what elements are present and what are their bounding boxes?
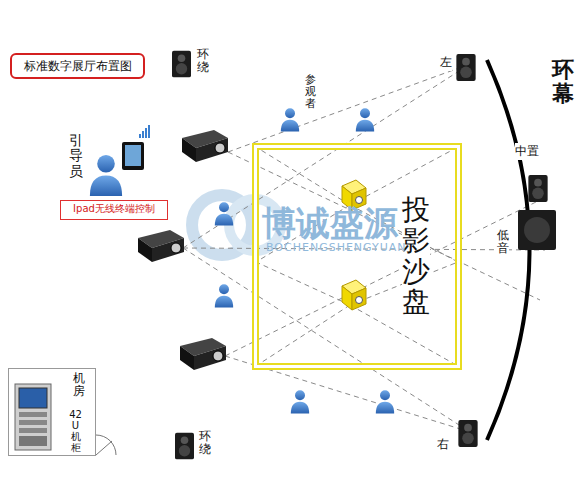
sandbox-projector xyxy=(342,280,366,310)
visitor xyxy=(376,390,394,413)
node-text: 42U机柜 xyxy=(69,409,82,453)
surround-speaker xyxy=(175,433,194,460)
right-speaker xyxy=(458,420,477,447)
speaker-label: 低音 xyxy=(497,229,509,255)
visitor xyxy=(215,202,233,225)
watermark: BOCHENGSHENGYUAN xyxy=(266,241,407,254)
surround-speaker xyxy=(172,51,191,78)
screen-label: 环幕 xyxy=(552,58,574,106)
center-speaker xyxy=(528,175,547,202)
speaker-label: 环绕 xyxy=(199,430,211,456)
door xyxy=(96,435,116,455)
speaker-label: 环绕 xyxy=(197,48,209,74)
node-text: 机房 xyxy=(73,372,85,398)
speaker-label: 右 xyxy=(437,436,449,453)
node-box: 机房 42U机柜 xyxy=(8,368,96,456)
title-box: 标准数字展厅布置图 xyxy=(10,53,145,79)
server-rack xyxy=(15,384,51,450)
visitor xyxy=(356,108,374,131)
projector xyxy=(138,230,184,262)
guide-label: 引导员 xyxy=(69,133,83,179)
left-speaker xyxy=(456,54,475,81)
visitor-label: 参观者 xyxy=(305,74,316,110)
node-text: 投影沙盘 xyxy=(402,195,430,318)
guide-person xyxy=(90,155,122,196)
watermark: 博诚盛源 xyxy=(262,201,398,247)
node-text: Ipad无线终端控制 xyxy=(61,201,167,217)
projector xyxy=(180,338,226,370)
speaker-label: 左 xyxy=(440,54,452,71)
subwoofer xyxy=(518,210,556,250)
node-box: Ipad无线终端控制 xyxy=(60,200,168,220)
projection-lines xyxy=(183,64,545,432)
projector xyxy=(182,130,228,162)
ipad xyxy=(122,142,144,170)
speaker-label: 中置 xyxy=(515,143,539,160)
wireless-signal xyxy=(139,125,150,138)
visitor xyxy=(281,108,299,131)
visitor xyxy=(291,390,309,413)
node-box: 投影沙盘 xyxy=(252,143,462,370)
visitor xyxy=(215,284,233,307)
